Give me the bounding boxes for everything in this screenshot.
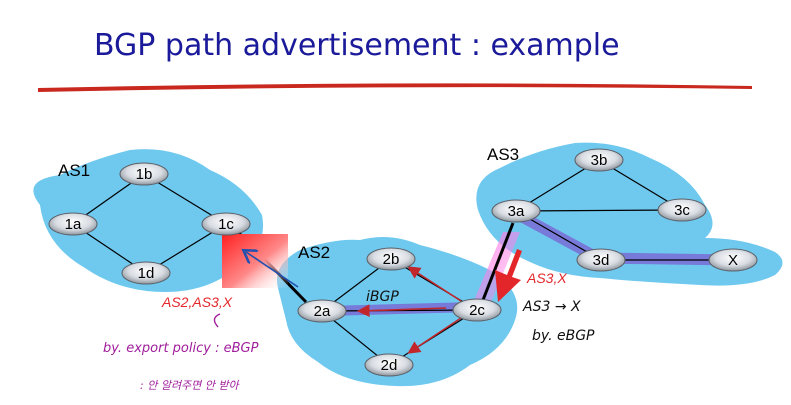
title-divider <box>38 83 752 92</box>
slide-title: BGP path advertisement : example <box>94 28 620 63</box>
router-label: 2a <box>314 303 331 320</box>
ibgp-note: iBGP <box>366 289 399 305</box>
router-label: 3d <box>593 252 610 269</box>
router-label: 2c <box>469 302 485 319</box>
as3-path-note: AS3 → X <box>522 299 581 315</box>
router-2c: 2c <box>452 298 502 322</box>
router-label: 3a <box>508 203 525 220</box>
link-3a-3c <box>515 209 683 212</box>
router-3c: 3c <box>657 198 707 222</box>
router-label: 1d <box>138 265 155 282</box>
ibgp-arrow-2c-2b <box>407 266 462 302</box>
as2-advertisement-label: AS2,AS3,X <box>161 294 233 310</box>
router-2a: 2a <box>297 299 347 323</box>
ibgp-arrow-2c-2d <box>407 317 462 354</box>
router-x: X <box>708 248 758 272</box>
link-2a-2c <box>321 309 478 312</box>
router-label: 1a <box>65 216 82 233</box>
ibgp-arrow-2c-2a <box>356 304 447 318</box>
as3-advertisement-arrow <box>495 249 522 302</box>
router-3a: 3a <box>491 199 541 223</box>
router-1c: 1c <box>201 212 251 236</box>
export-policy-note: by. export policy : eBGP <box>103 341 259 356</box>
router-label: 1c <box>218 216 234 233</box>
ebgp-note: by. eBGP <box>532 328 595 344</box>
advertisement-highlight-box <box>222 234 288 288</box>
link-2c-3a <box>481 222 515 301</box>
as2-label: AS2 <box>298 243 330 262</box>
as3-advertisement-label: AS3,X <box>526 270 567 286</box>
router-label: 3c <box>674 202 690 219</box>
as3-label: AS3 <box>487 145 519 164</box>
router-3d: 3d <box>576 248 626 272</box>
as1-cloud <box>33 149 264 292</box>
router-label: X <box>728 252 738 269</box>
as1-label: AS1 <box>58 161 90 180</box>
as2-to-as1-arrow <box>246 252 299 288</box>
router-2d: 2d <box>364 353 414 377</box>
router-label: 2b <box>383 251 400 268</box>
router-label: 1b <box>136 166 153 183</box>
as3-cloud <box>476 142 783 286</box>
router-label: 2d <box>381 357 398 374</box>
router-label: 3b <box>591 152 608 169</box>
router-2b: 2b <box>366 247 416 271</box>
router-1a: 1a <box>48 212 98 236</box>
korean-note: : 안 알려주면 안 받아 <box>140 379 241 392</box>
router-3b: 3b <box>574 148 624 172</box>
router-1b: 1b <box>119 162 169 186</box>
router-1d: 1d <box>121 261 171 285</box>
export-policy-pointer <box>213 313 221 328</box>
